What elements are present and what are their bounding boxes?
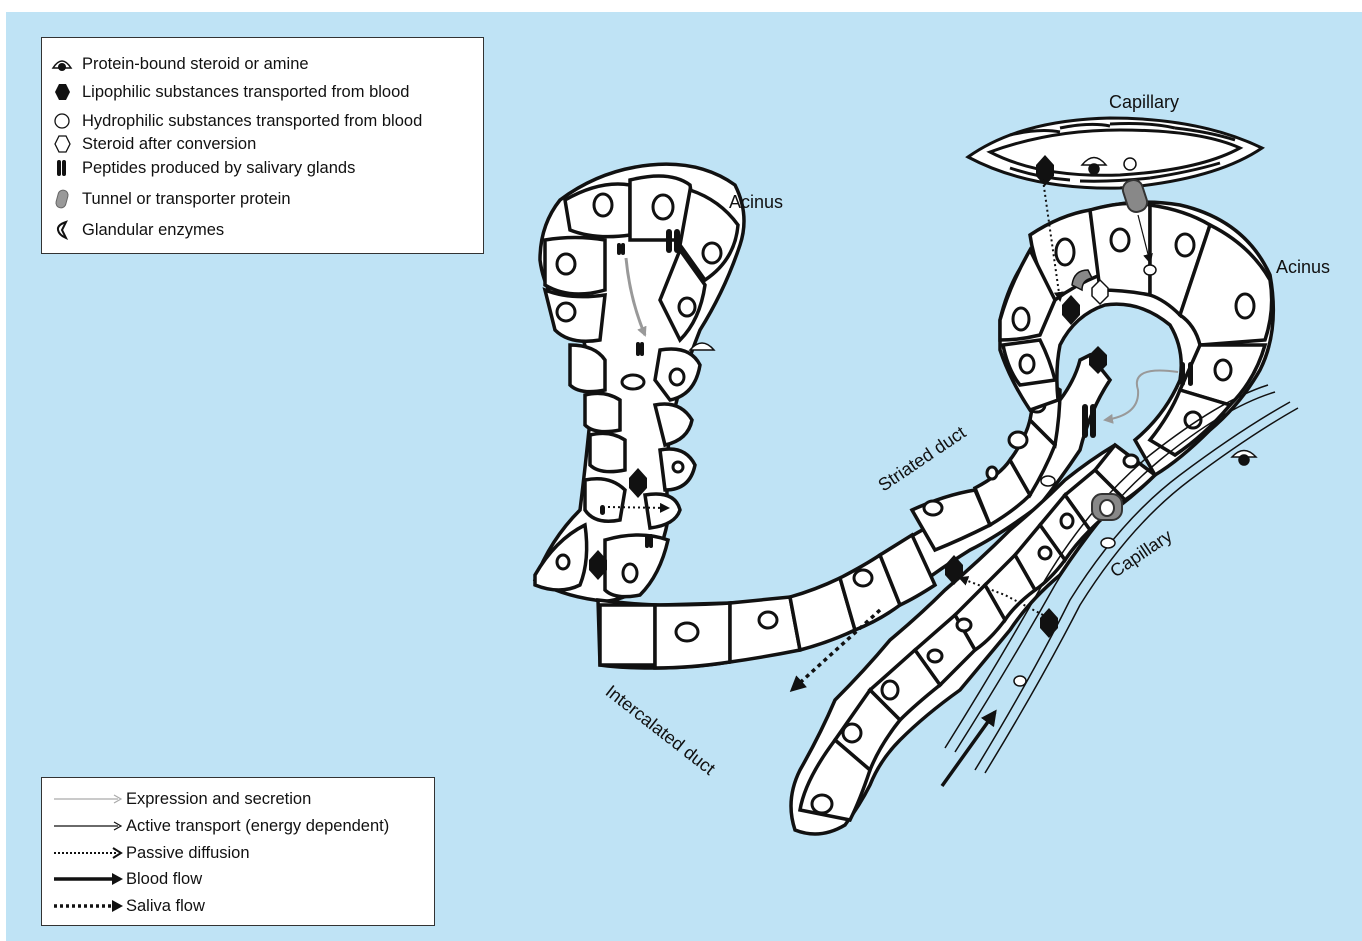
grey-thin-arrow-icon xyxy=(42,789,126,809)
legend-row-peptides: Peptides produced by salivary glands xyxy=(42,157,355,179)
filled-hexagon-icon xyxy=(42,81,82,103)
legend-arrows: Expression and secretion Active transpor… xyxy=(41,777,435,926)
legend-label: Lipophilic substances transported from b… xyxy=(82,84,409,101)
legend-row-active-transport: Active transport (energy dependent) xyxy=(42,815,389,837)
dotted-arrow-icon xyxy=(42,843,126,863)
legend-label: Tunnel or transporter protein xyxy=(82,191,291,208)
legend-label: Expression and secretion xyxy=(126,791,311,808)
transporter-cylinder-icon xyxy=(42,188,82,210)
legend-row-enzymes: Glandular enzymes xyxy=(42,219,224,241)
legend-symbols: Protein-bound steroid or amine Lipophili… xyxy=(41,37,484,254)
legend-row-lipophilic: Lipophilic substances transported from b… xyxy=(42,81,409,103)
enzyme-icon xyxy=(42,219,82,241)
open-hexagon-icon xyxy=(42,133,82,155)
legend-label: Blood flow xyxy=(126,871,202,888)
legend-row-expression: Expression and secretion xyxy=(42,788,311,810)
legend-row-protein-bound: Protein-bound steroid or amine xyxy=(42,53,309,75)
legend-row-passive-diffusion: Passive diffusion xyxy=(42,842,250,864)
peptide-icon xyxy=(42,157,82,179)
legend-row-saliva-flow: Saliva flow xyxy=(42,895,205,917)
protein-bound-icon xyxy=(42,53,82,75)
label-acinus-left: Acinus xyxy=(729,193,783,211)
legend-row-transporter: Tunnel or transporter protein xyxy=(42,188,291,210)
legend-label: Passive diffusion xyxy=(126,845,250,862)
open-circle-icon xyxy=(42,110,82,132)
black-thin-arrow-icon xyxy=(42,816,126,836)
legend-label: Peptides produced by salivary glands xyxy=(82,160,355,177)
legend-label: Protein-bound steroid or amine xyxy=(82,56,309,73)
legend-row-hydrophilic: Hydrophilic substances transported from … xyxy=(42,110,422,132)
legend-label: Saliva flow xyxy=(126,898,205,915)
legend-label: Steroid after conversion xyxy=(82,136,256,153)
legend-row-blood-flow: Blood flow xyxy=(42,868,202,890)
bold-dotted-arrow-icon xyxy=(42,896,126,916)
legend-label: Glandular enzymes xyxy=(82,222,224,239)
label-capillary-top: Capillary xyxy=(1109,93,1179,111)
legend-label: Active transport (energy dependent) xyxy=(126,818,389,835)
bold-arrow-icon xyxy=(42,869,126,889)
legend-label: Hydrophilic substances transported from … xyxy=(82,113,422,130)
legend-row-steroid: Steroid after conversion xyxy=(42,133,256,155)
label-acinus-right: Acinus xyxy=(1276,258,1330,276)
